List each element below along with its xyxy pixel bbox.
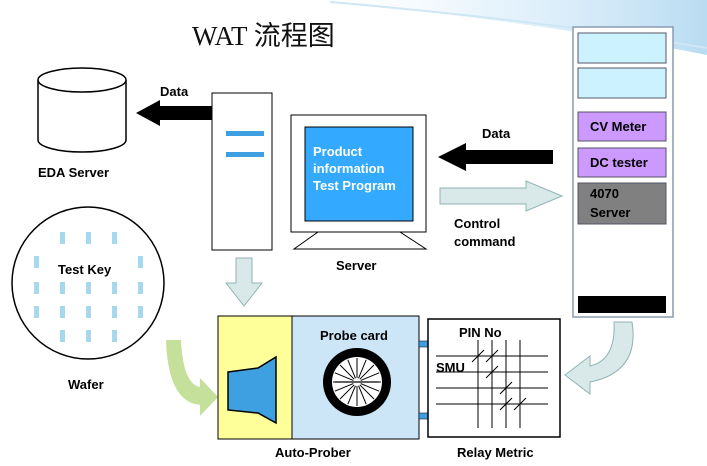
probe-head-icon [227, 355, 277, 425]
wafer [11, 206, 165, 360]
rack-to-relay-arrow [564, 321, 634, 396]
command-label: command [454, 234, 516, 249]
data-arrow-to-server [438, 143, 553, 171]
test-key [60, 306, 65, 318]
auto-prober [217, 315, 430, 440]
data-label-right: Data [482, 126, 511, 141]
test-key [34, 256, 39, 268]
smu-label: SMU [436, 360, 465, 375]
test-key [138, 256, 143, 268]
test-key [86, 306, 91, 318]
data-label-left: Data [160, 84, 189, 99]
probe-needle [339, 384, 355, 400]
probe-needle [360, 372, 380, 381]
dc-tester-module [577, 147, 667, 178]
relay-switch [471, 349, 485, 363]
test-key-label: Test Key [58, 262, 112, 277]
rack-module-empty [577, 67, 667, 99]
wafer-load-arrow [166, 340, 218, 416]
probe-needle [358, 385, 367, 405]
probe-needle [339, 364, 355, 380]
server-4070-label-1: 4070 [590, 186, 619, 201]
test-key [86, 330, 91, 342]
probe-needle [359, 384, 375, 400]
test-key [86, 232, 91, 244]
rack-module-empty [577, 32, 667, 64]
server-4070-module [577, 182, 667, 225]
probe-needle [359, 364, 375, 380]
test-key [112, 306, 117, 318]
relay-matrix [427, 318, 561, 438]
test-key [112, 330, 117, 342]
eda-server-label: EDA Server [38, 165, 110, 180]
test-key-grid [34, 232, 143, 342]
server-to-prober-arrow [224, 257, 264, 307]
relay-metric-label: Relay Metric [457, 445, 534, 460]
server-tower [211, 92, 273, 251]
probe-needle [334, 383, 354, 392]
server-drive-slot [226, 131, 264, 136]
probe-needles [333, 358, 381, 406]
relay-switch [485, 349, 499, 363]
probe-needle [347, 359, 356, 379]
auto-prober-label: Auto-Prober [275, 445, 351, 460]
cv-meter-label: CV Meter [590, 119, 647, 134]
control-command-arrow [439, 180, 564, 212]
test-key [34, 306, 39, 318]
probe-needle [334, 372, 354, 381]
test-key [60, 330, 65, 342]
relay-switch [499, 397, 513, 411]
test-key [34, 282, 39, 294]
pin-no-label: PIN No [459, 325, 502, 340]
control-label: Control [454, 216, 501, 231]
monitor-screen-text: Product information Test Program [313, 143, 413, 194]
instrument-rack [572, 26, 674, 318]
monitor-screen [304, 126, 414, 222]
probe-needle [360, 383, 380, 392]
relay-switch [485, 365, 499, 379]
relay-switch [513, 397, 527, 411]
probe-needle [347, 385, 356, 405]
server-4070-label-2: Server [590, 205, 631, 220]
diagram-title: WAT 流程图 [192, 21, 335, 51]
monitor-line: Test Program [313, 178, 396, 193]
monitor-line: Product [313, 144, 363, 159]
test-key [112, 232, 117, 244]
relay-switch [499, 381, 513, 395]
eda-server-database-icon [37, 67, 127, 153]
wafer-label: Wafer [68, 377, 104, 392]
server-drive-slot [226, 152, 264, 157]
monitor-stand [292, 231, 428, 250]
background-swoosh [300, 0, 707, 55]
rack-base [578, 296, 666, 313]
data-arrow-to-eda [136, 100, 212, 126]
dc-tester-label: DC tester [590, 155, 648, 170]
probe-card-label: Probe card [320, 328, 388, 343]
test-key [86, 282, 91, 294]
server-label: Server [336, 258, 377, 273]
server-monitor [290, 114, 428, 250]
cv-meter-module [577, 111, 667, 142]
test-key [60, 282, 65, 294]
monitor-line: information [313, 161, 385, 176]
test-key [138, 282, 143, 294]
test-key [112, 282, 117, 294]
test-key [60, 232, 65, 244]
probe-needle [358, 359, 367, 379]
test-key [138, 306, 143, 318]
